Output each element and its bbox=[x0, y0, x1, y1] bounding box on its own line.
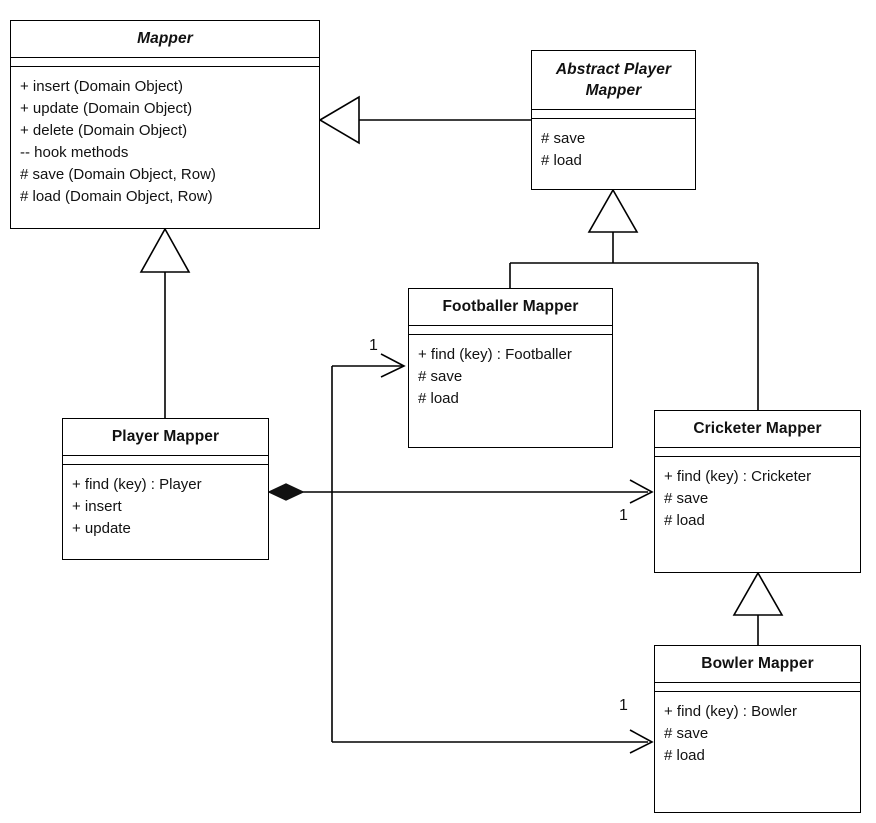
operations-compartment-player-mapper: + find (key) : Player + insert + update bbox=[63, 465, 268, 559]
operation-row: # save bbox=[541, 130, 586, 148]
class-name-abstract-player-mapper: Abstract Player Mapper bbox=[532, 51, 695, 111]
generalization-player-mapper-to-mapper bbox=[139, 227, 191, 418]
operation-row: # load (Domain Object, Row) bbox=[20, 187, 213, 205]
class-name-player-mapper: Player Mapper bbox=[63, 419, 268, 456]
generalization-bowler-mapper-to-cricketer-mapper bbox=[732, 571, 784, 645]
class-box-player-mapper[interactable]: Player Mapper + find (key) : Player + in… bbox=[62, 418, 269, 560]
operations-compartment-cricketer-mapper: + find (key) : Cricketer # save # load bbox=[655, 457, 860, 572]
operation-row: + find (key) : Cricketer bbox=[664, 467, 812, 485]
class-name-mapper: Mapper bbox=[11, 21, 319, 58]
class-box-footballer-mapper[interactable]: Footballer Mapper + find (key) : Footbal… bbox=[408, 288, 613, 448]
operation-row: + insert bbox=[72, 497, 122, 515]
operations-compartment-mapper: + insert (Domain Object) + update (Domai… bbox=[11, 67, 319, 228]
class-box-bowler-mapper[interactable]: Bowler Mapper + find (key) : Bowler # sa… bbox=[654, 645, 861, 813]
operation-row: -- hook methods bbox=[20, 143, 129, 161]
operation-row: # load bbox=[664, 746, 705, 764]
multiplicity-label-cricketer: 1 bbox=[619, 507, 628, 524]
attribute-compartment-player-mapper bbox=[63, 456, 268, 465]
operation-row: # save bbox=[664, 724, 709, 742]
operation-row: # save bbox=[418, 367, 463, 385]
class-name-footballer-mapper: Footballer Mapper bbox=[409, 289, 612, 326]
operations-compartment-abstract-player-mapper: # save # load bbox=[532, 119, 695, 189]
class-name-cricketer-mapper: Cricketer Mapper bbox=[655, 411, 860, 448]
multiplicity-label-bowler: 1 bbox=[619, 697, 628, 714]
operation-row: + insert (Domain Object) bbox=[20, 77, 183, 95]
attribute-compartment-bowler-mapper bbox=[655, 683, 860, 692]
generalization-abstract-player-mapper-to-mapper bbox=[318, 95, 531, 145]
attribute-compartment-footballer-mapper bbox=[409, 326, 612, 335]
attribute-compartment-cricketer-mapper bbox=[655, 448, 860, 457]
class-box-mapper[interactable]: Mapper + insert (Domain Object) + update… bbox=[10, 20, 320, 229]
class-box-cricketer-mapper[interactable]: Cricketer Mapper + find (key) : Crickete… bbox=[654, 410, 861, 573]
operation-row: # load bbox=[664, 511, 705, 529]
operation-row: # load bbox=[541, 152, 582, 170]
operation-row: + find (key) : Bowler bbox=[664, 702, 797, 720]
operation-row: + update (Domain Object) bbox=[20, 99, 193, 117]
operation-row: + find (key) : Footballer bbox=[418, 345, 572, 363]
operation-row: + find (key) : Player bbox=[72, 475, 202, 493]
operations-compartment-bowler-mapper: + find (key) : Bowler # save # load bbox=[655, 692, 860, 812]
class-box-abstract-player-mapper[interactable]: Abstract Player Mapper # save # load bbox=[531, 50, 696, 190]
attribute-compartment-abstract-player-mapper bbox=[532, 110, 695, 120]
class-name-bowler-mapper: Bowler Mapper bbox=[655, 646, 860, 683]
operation-row: + delete (Domain Object) bbox=[20, 121, 188, 139]
operation-row: # save bbox=[664, 489, 709, 507]
multiplicity-label-footballer: 1 bbox=[369, 337, 378, 354]
operations-compartment-footballer-mapper: + find (key) : Footballer # save # load bbox=[409, 335, 612, 447]
attribute-compartment-mapper bbox=[11, 58, 319, 67]
operation-row: # load bbox=[418, 389, 459, 407]
operation-row: # save (Domain Object, Row) bbox=[20, 165, 216, 183]
operation-row: + update bbox=[72, 519, 131, 537]
